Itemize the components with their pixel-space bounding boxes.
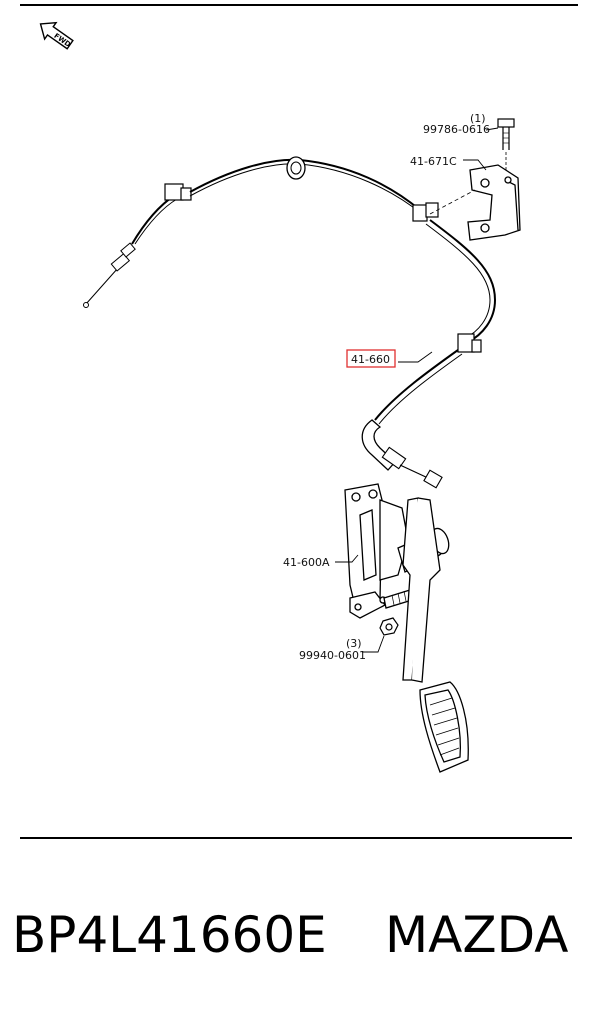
bolt-icon [497,118,515,150]
part-number: BP4L41660E [12,906,327,964]
bolt-qty-label: (1) [470,112,486,125]
highlight-box [346,349,396,368]
cable-part-label: 41-660 [351,353,390,366]
pedal-part-label: 41-600A [283,556,330,569]
bolt-part-label: 99786-0616 [423,123,490,136]
brand-name: MAZDA [385,906,569,964]
cable-bracket [467,164,521,241]
nut-qty-label: (3) [346,637,362,650]
bracket-part-label: 41-671C [410,155,457,168]
footer-title: BP4L41660E MAZDA [0,895,600,975]
fwd-arrow-icon: FWD [39,21,74,50]
accelerator-pedal [344,483,469,773]
callout-leaders [335,127,499,653]
nut-icon [379,617,399,636]
nut-part-label: 99940-0601 [299,649,366,662]
accelerator-cable [83,156,497,489]
